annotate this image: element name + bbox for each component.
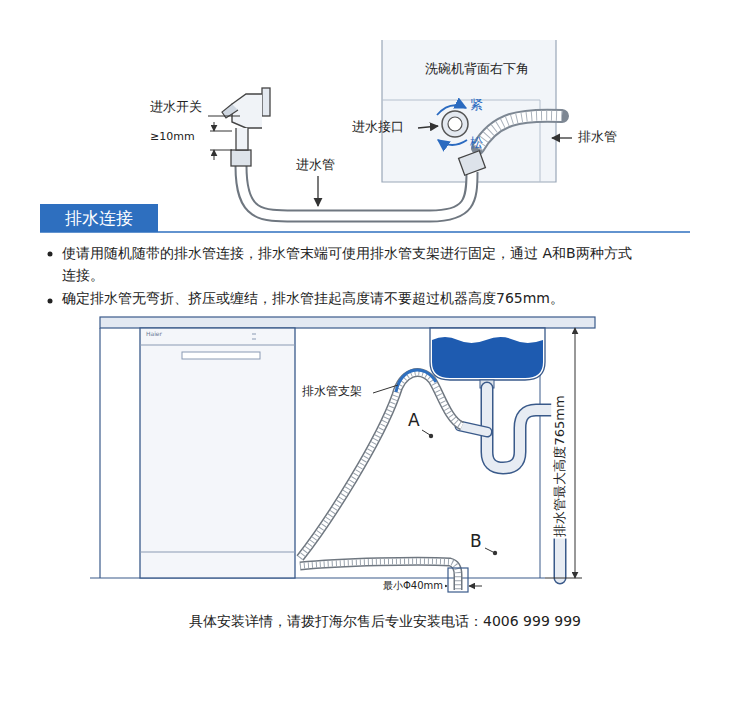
part-label: 进水开关	[150, 98, 202, 116]
dishwasher	[140, 328, 295, 578]
direction-label: 紧	[470, 96, 483, 114]
part-label: 洗碗机背面右下角	[425, 60, 529, 78]
cabinet	[90, 317, 595, 578]
section-title: 排水连接	[65, 207, 133, 230]
note-text: 确定排水管无弯折、挤压或缠结，排水管挂起高度请不要超过机器高度765mm。	[62, 289, 564, 308]
inlet-port	[442, 111, 468, 137]
direction-label: 松	[470, 134, 483, 152]
title-band	[40, 204, 158, 232]
part-label: 排水管	[578, 128, 617, 146]
drain-hose-b	[300, 561, 468, 592]
note-text: 使请用随机随带的排水管连接，排水管末端可使用排水管支架进行固定，通过 A和B两种…	[62, 242, 642, 287]
part-label: 排水管支架	[300, 383, 364, 399]
option-letter: B	[470, 530, 482, 553]
dimension-label: 最小Φ40mm	[381, 579, 445, 593]
inlet-hose	[231, 150, 485, 216]
drain-hose-top	[478, 116, 562, 148]
dimension-label: 排水管最大高度765mm	[551, 393, 569, 538]
sink	[430, 328, 545, 388]
caption: 具体安装详情，请拨打海尔售后专业安装电话：4006 999 999	[189, 612, 581, 631]
part-label: 进水管	[296, 156, 335, 174]
dimension-label: ≥10mm	[150, 130, 195, 145]
brand-label: Haier	[146, 330, 162, 338]
option-letter: A	[408, 409, 420, 432]
drain-hose-a	[300, 370, 462, 558]
p-trap	[460, 388, 560, 578]
inlet-valve	[222, 88, 270, 150]
part-label: 进水接口	[352, 118, 404, 136]
